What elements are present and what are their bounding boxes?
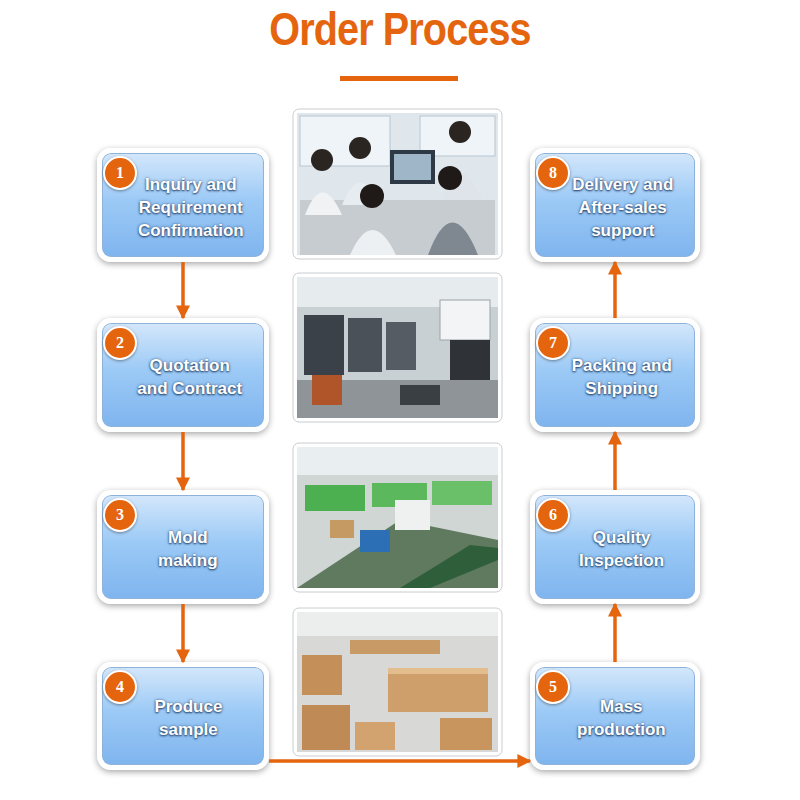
photo-background bbox=[297, 447, 498, 588]
flow-arrow bbox=[181, 262, 185, 318]
process-box: Inquiry and Requirement Confirmation1 bbox=[97, 148, 269, 262]
step-label: Mold making bbox=[148, 526, 228, 572]
office-photo bbox=[293, 109, 502, 259]
step-label: Quality Inspection bbox=[567, 526, 677, 572]
person bbox=[438, 166, 462, 190]
person bbox=[311, 149, 333, 171]
person bbox=[449, 121, 471, 143]
conveyor bbox=[400, 545, 498, 588]
monitor bbox=[390, 150, 435, 184]
person bbox=[428, 223, 478, 256]
photo-background bbox=[297, 113, 498, 255]
cart bbox=[312, 375, 342, 405]
carton bbox=[330, 520, 354, 538]
process-box: Quotation and Contract 2 bbox=[97, 318, 269, 432]
step-number: 8 bbox=[536, 156, 570, 190]
flow-arrow bbox=[613, 604, 617, 662]
machine bbox=[386, 322, 416, 370]
step-number: 2 bbox=[103, 326, 137, 360]
machine bbox=[305, 485, 365, 511]
bin bbox=[360, 530, 390, 552]
callout-number: 7 bbox=[549, 334, 557, 352]
step-number: 3 bbox=[103, 498, 137, 532]
person bbox=[305, 193, 342, 216]
step-number: 5 bbox=[536, 670, 570, 704]
poster bbox=[440, 300, 490, 340]
machine bbox=[395, 500, 430, 530]
machine bbox=[450, 340, 490, 380]
callout-number: 1 bbox=[116, 164, 124, 182]
ceiling bbox=[297, 447, 498, 475]
parts bbox=[400, 385, 440, 405]
step-number: 1 bbox=[103, 156, 137, 190]
factory-photo bbox=[293, 443, 502, 592]
ceiling bbox=[297, 612, 498, 636]
photo-background bbox=[297, 277, 498, 418]
photo-frame bbox=[293, 443, 502, 592]
flow-arrow bbox=[613, 432, 617, 490]
step-label: Delivery and After-sales support bbox=[558, 173, 688, 242]
carton-stack bbox=[388, 668, 488, 712]
step-label: Inquiry and Requirement Confirmation bbox=[126, 173, 256, 242]
process-box: Delivery and After-sales support8 bbox=[530, 148, 700, 262]
floor bbox=[297, 520, 498, 588]
title-underline bbox=[340, 76, 458, 81]
process-box: Produce sample 4 bbox=[97, 662, 269, 770]
callout-number: 4 bbox=[116, 678, 124, 696]
title: Order Process bbox=[56, 2, 744, 56]
callout-number: 2 bbox=[116, 334, 124, 352]
photo-frame bbox=[293, 273, 502, 422]
photo-frame bbox=[293, 109, 502, 259]
step-label: Quotation and Contract bbox=[134, 354, 246, 400]
machine bbox=[348, 318, 382, 372]
step-number: 7 bbox=[536, 326, 570, 360]
carton-stack bbox=[355, 722, 395, 750]
step-number: 4 bbox=[103, 670, 137, 704]
warehouse-photo bbox=[293, 608, 502, 756]
machine bbox=[432, 481, 492, 505]
carton-stack bbox=[440, 718, 492, 750]
carton-stack bbox=[302, 655, 342, 695]
photo-background bbox=[297, 612, 498, 752]
carton-top bbox=[388, 668, 488, 674]
person bbox=[360, 184, 384, 208]
callout-number: 3 bbox=[116, 506, 124, 524]
photo-frame bbox=[293, 608, 502, 756]
person bbox=[349, 137, 371, 159]
person bbox=[350, 230, 396, 255]
flow-arrow bbox=[181, 432, 185, 490]
flow-arrow bbox=[269, 759, 530, 763]
monitor-screen bbox=[394, 154, 431, 180]
flow-arrow bbox=[181, 604, 185, 662]
machine bbox=[304, 315, 344, 375]
step-label: Packing and Shipping bbox=[566, 354, 678, 400]
step-label: Produce sample bbox=[143, 695, 233, 741]
callout-number: 5 bbox=[549, 678, 557, 696]
process-box: Packing and Shipping 7 bbox=[530, 318, 700, 432]
step-number: 6 bbox=[536, 498, 570, 532]
process-box: Mold making 3 bbox=[97, 490, 269, 604]
flow-arrow bbox=[613, 262, 617, 318]
workshop-photo bbox=[293, 273, 502, 422]
callout-number: 6 bbox=[549, 506, 557, 524]
carton-stack bbox=[302, 705, 350, 750]
carton-stack bbox=[350, 640, 440, 654]
process-box: Mass production 5 bbox=[530, 662, 700, 770]
process-box: Quality Inspection 6 bbox=[530, 490, 700, 604]
callout-number: 8 bbox=[549, 164, 557, 182]
step-label: Mass production bbox=[569, 695, 674, 741]
